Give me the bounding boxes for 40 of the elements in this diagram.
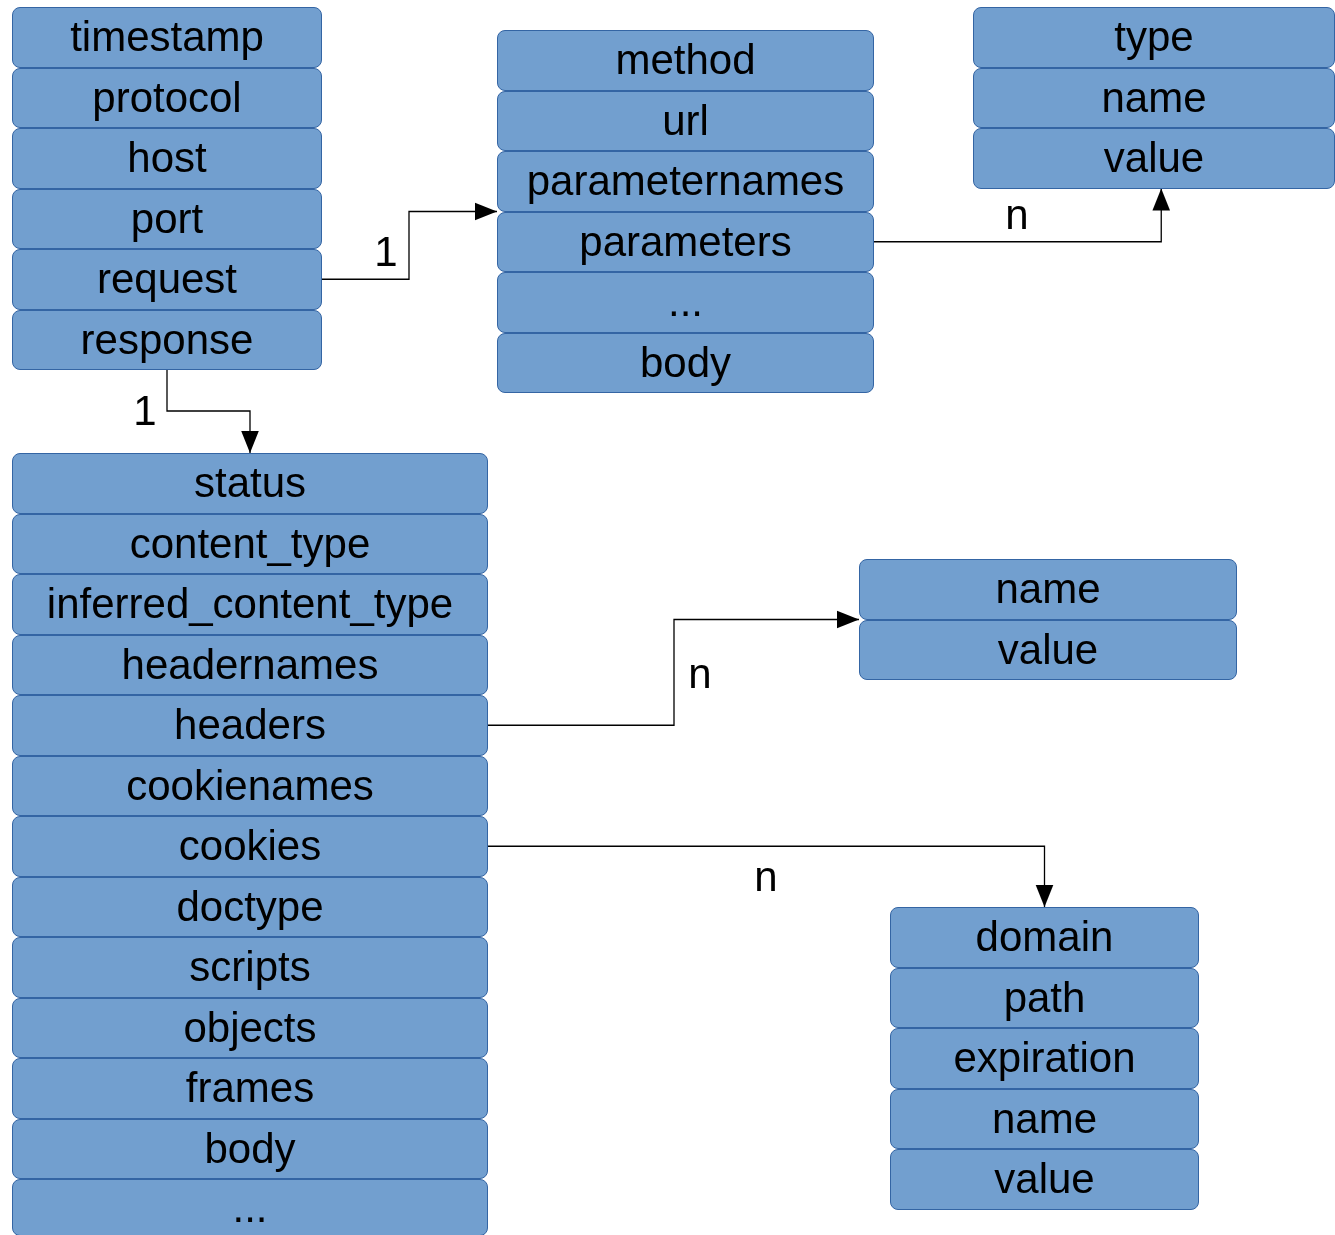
field-row: parameternames (497, 151, 874, 212)
field-row: ... (497, 272, 874, 333)
field-row: objects (12, 997, 488, 1058)
field-row: name (973, 67, 1335, 128)
field-row: url (497, 90, 874, 151)
field-row: inferred_content_type (12, 574, 488, 635)
field-row: cookies (12, 816, 488, 877)
field-row: scripts (12, 937, 488, 998)
field-row: method (497, 30, 874, 91)
field-row: response (12, 309, 322, 370)
field-row: headernames (12, 634, 488, 695)
field-row: body (497, 332, 874, 393)
field-row: expiration (890, 1028, 1199, 1089)
field-row: ... (12, 1179, 488, 1235)
connector-arrow (487, 845, 1054, 908)
field-row: timestamp (12, 7, 322, 68)
field-row: port (12, 188, 322, 249)
connector-arrow (487, 610, 860, 726)
field-row: body (12, 1118, 488, 1179)
field-row: parameters (497, 211, 874, 272)
field-row: value (973, 128, 1335, 189)
field-row: content_type (12, 513, 488, 574)
field-row: protocol (12, 67, 322, 128)
field-row: path (890, 967, 1199, 1028)
field-row: status (12, 453, 488, 514)
field-row: value (859, 619, 1237, 680)
field-row: headers (12, 695, 488, 756)
connector-arrow (166, 369, 259, 454)
field-row: name (859, 559, 1237, 620)
field-row: value (890, 1149, 1199, 1210)
field-row: frames (12, 1058, 488, 1119)
field-row: cookienames (12, 755, 488, 816)
field-row: host (12, 128, 322, 189)
connector-arrow (873, 187, 1171, 243)
field-row: name (890, 1088, 1199, 1149)
connector-arrow (321, 202, 498, 280)
field-row: domain (890, 907, 1199, 968)
field-row: type (973, 7, 1335, 68)
field-row: doctype (12, 876, 488, 937)
field-row: request (12, 249, 322, 310)
